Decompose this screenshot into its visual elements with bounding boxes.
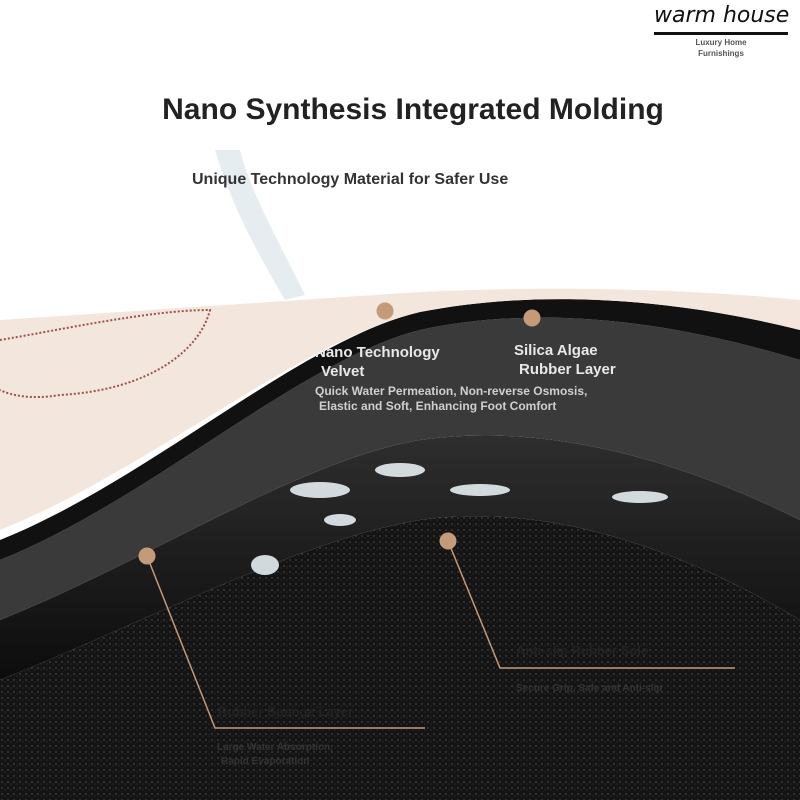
sponge-desc-line2: Rapid Evaporation [221, 756, 310, 767]
sponge-description: Large Water Absorption, Rapid Evaporatio… [217, 741, 333, 769]
sole-leader-line [447, 540, 735, 669]
page-title: Nano Synthesis Integrated Molding [162, 93, 664, 126]
velvet-label-line1: Nano Technology [315, 344, 440, 361]
logo-tagline-line1: Luxury Home [695, 38, 747, 47]
sole-label: Anti-slip Rubber Sole [516, 643, 649, 658]
silica-label-line1: Silica Algae [514, 342, 598, 359]
velvet-layer [0, 288, 800, 530]
logo-tagline-line2: Furnishings [698, 49, 744, 58]
sole-description: Secure Grip, Safe and Anti-slip [516, 683, 663, 694]
velvet-desc-line2: Elastic and Soft, Enhancing Foot Comfort [319, 399, 557, 413]
rubber-layer-top [0, 299, 800, 560]
sponge-layer [0, 516, 800, 800]
silica-marker [523, 309, 541, 327]
velvet-desc-line1: Quick Water Permeation, Non-reverse Osmo… [315, 384, 588, 398]
silica-label: Silica Algae Rubber Layer [514, 341, 616, 379]
velvet-label-line2: Velvet [321, 363, 365, 380]
logo-name: warm house [654, 3, 790, 28]
logo-tagline: Luxury Home Furnishings [654, 37, 788, 59]
water-stream [215, 150, 305, 300]
sponge-label: Rubber Sponge Layer [218, 704, 354, 719]
velvet-description: Quick Water Permeation, Non-reverse Osmo… [315, 384, 587, 414]
water-drops [251, 463, 668, 575]
velvet-marker [376, 302, 394, 320]
silica-label-line2: Rubber Layer [519, 361, 616, 378]
sponge-desc-line1: Large Water Absorption, [217, 742, 333, 753]
logo-underline [654, 32, 788, 35]
sponge-leader-line [146, 555, 425, 729]
page-subtitle: Unique Technology Material for Safer Use [192, 171, 509, 188]
velvet-pattern-border [0, 308, 212, 399]
sole-layer [0, 435, 800, 680]
velvet-label: Nano Technology Velvet [315, 343, 440, 381]
rubber-layer [0, 317, 800, 620]
